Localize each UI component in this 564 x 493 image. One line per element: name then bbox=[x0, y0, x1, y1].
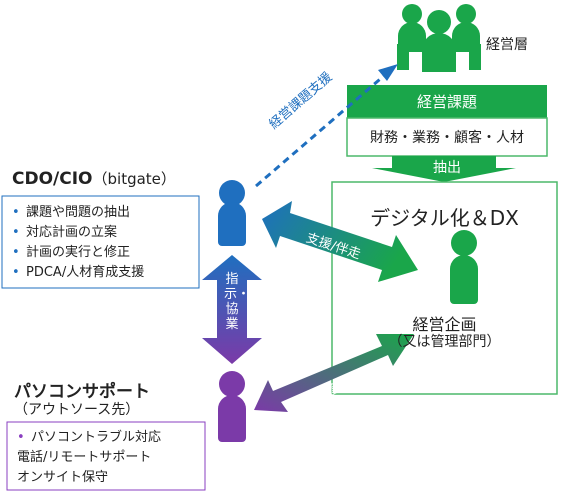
cdo-person-icon bbox=[218, 180, 246, 246]
issues-title: 経営課題 bbox=[416, 93, 477, 111]
dept-person-icon bbox=[450, 230, 478, 304]
pc-service-item: 電話/リモートサポート bbox=[17, 450, 152, 465]
pc-services-box bbox=[6, 421, 206, 491]
extract-arrow bbox=[372, 156, 516, 182]
pc-services-list: パソコントラブル対応 電話/リモートサポート オンサイト保守 bbox=[17, 428, 161, 488]
cdo-duty-item: PDCA/人材育成支援 bbox=[12, 263, 144, 283]
issues-header-bg bbox=[347, 85, 547, 118]
cdo-duty-item: 課題や問題の抽出 bbox=[12, 203, 144, 223]
issues-items-box bbox=[346, 117, 548, 157]
instruct-collab-arrow bbox=[202, 255, 262, 364]
executives-group-icon bbox=[397, 4, 481, 72]
cdo-duties-box bbox=[1, 195, 200, 289]
cdo-duties-list: 課題や問題の抽出 対応計画の立案 計画の実行と修正 PDCA/人材育成支援 bbox=[12, 203, 144, 283]
support-partner-arrow bbox=[262, 201, 418, 282]
executives-label: 経営層 bbox=[486, 37, 528, 53]
dx-title: デジタル化＆DX bbox=[370, 206, 519, 230]
cdo-duty-item: 計画の実行と修正 bbox=[12, 243, 144, 263]
cdo-title-main: CDO/CIO bbox=[12, 169, 93, 189]
dept-sub: （又は管理部門） bbox=[388, 334, 501, 350]
issues-items: 財務・業務・顧客・人材 bbox=[370, 130, 524, 146]
pc-title: パソコンサポート bbox=[14, 382, 150, 402]
instruct-collab-label: 指示・協業 bbox=[224, 272, 251, 332]
dept-label: 経営企画 bbox=[412, 315, 477, 334]
support-dashed-line bbox=[255, 72, 387, 188]
cdo-duty-item: 対応計画の立案 bbox=[12, 223, 144, 243]
pc-service-item: オンサイト保守 bbox=[17, 470, 109, 485]
pc-subtitle: （アウトソース先） bbox=[14, 402, 140, 418]
pc-service-item: パソコントラブル対応 bbox=[17, 428, 161, 448]
support-dashed-arrowhead bbox=[378, 64, 398, 81]
cdo-org: （bitgate） bbox=[92, 170, 176, 188]
pc-person-icon bbox=[218, 371, 246, 442]
cdo-title: CDO/CIO（bitgate） bbox=[12, 168, 176, 189]
extract-label: 抽出 bbox=[433, 160, 461, 176]
manage-arrow bbox=[254, 334, 414, 412]
